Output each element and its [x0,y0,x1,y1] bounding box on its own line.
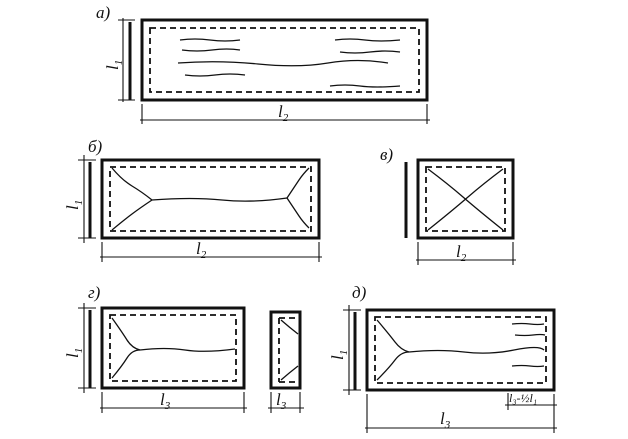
dim-d-partial-label: l₃-½l₁ [509,391,537,405]
slab-g-narrow-crack [280,319,299,335]
slab-b-crack [111,199,153,231]
slab-d-crack [511,322,545,326]
panel-b-label: б) [88,137,103,156]
slab-d-crack [376,351,410,381]
slab-a-crack [177,59,389,67]
slab-a-crack [339,50,401,54]
slab-b-support-line [109,166,312,232]
slab-b-crack [111,167,153,201]
dim-g-horizontal-label: l3 [160,390,171,412]
slab-a-crack [334,38,401,42]
slab-a-crack [181,48,241,52]
dim-g-vertical-label: l1 [63,348,85,358]
panel-a-label: а) [96,3,111,22]
dim-b-horizontal-label: l2 [196,239,207,261]
dim-g-small-label: l3 [276,390,287,412]
panel-v: в) l2 [380,145,516,265]
slab-d-crack [376,319,410,353]
slab-a-support-line [149,27,420,93]
slab-g-crack [139,347,236,352]
dim-a-vertical-label: l1 [103,60,125,70]
dim-v-horizontal-label: l2 [456,242,467,264]
slab-b-outline [100,158,321,240]
slab-d-crack [514,333,546,337]
slab-a-crack [329,84,401,88]
dim-a-horizontal-label: l2 [278,102,289,124]
panel-a: а) l1 l2 [96,3,430,124]
panel-b: б) l1 l2 [63,137,322,262]
dim-d-vertical-label: l1 [328,350,350,360]
slab-g-narrow-crack [280,365,299,381]
panel-g: г) l1 l3 l3 [63,283,304,413]
slab-d-crack [511,364,545,368]
panel-g-label: г) [88,283,101,302]
panel-v-label: в) [380,145,393,164]
dim-b-vertical-label: l1 [63,200,85,210]
slab-d-support-line [374,316,547,384]
slab-b-crack [286,167,310,199]
panel-d-label: д) [352,283,367,302]
slab-a-crack [179,38,241,42]
slab-b-crack [286,197,310,229]
slab-g-support-line [109,314,237,382]
dim-d-horizontal-label: l3 [440,409,451,431]
slab-g-outline [100,306,246,390]
slab-v-crack [427,168,504,231]
slab-g-narrow-outline [269,310,302,390]
slab-d-crack [408,346,545,354]
slab-v-support-line [425,166,506,232]
slab-g-crack [111,349,141,379]
slab-a-outline [140,18,429,102]
slab-b-crack [151,197,288,202]
slab-v-outline [416,158,515,240]
panel-d: д) l1 l₃-½l₁ l3 [328,283,557,433]
slab-g-crack [111,317,141,351]
slab-v-crack [427,168,504,231]
slab-d-outline [365,308,556,392]
slab-a-crack [184,73,246,77]
